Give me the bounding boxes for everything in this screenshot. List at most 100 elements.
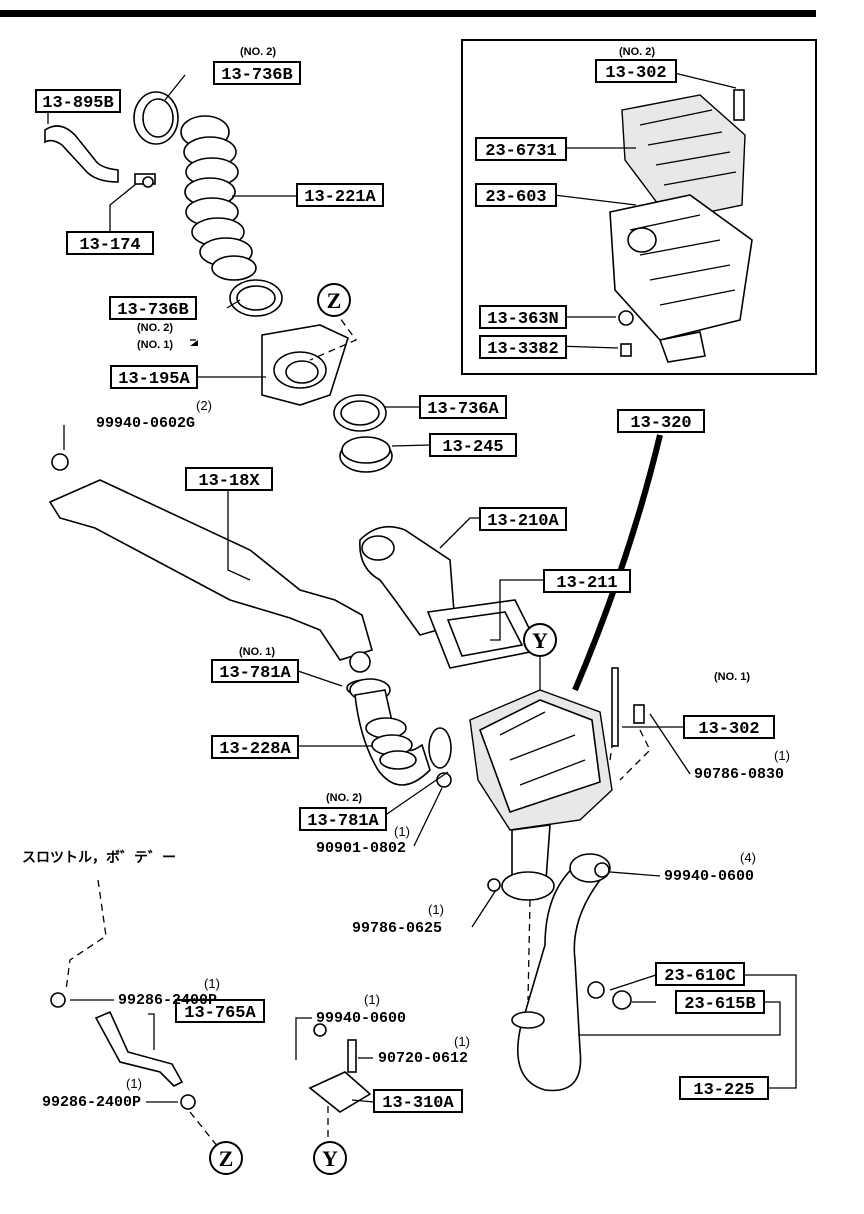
svg-text:13-195A: 13-195A — [118, 370, 190, 389]
svg-text:13-765A: 13-765A — [184, 1004, 256, 1023]
qty-99940-0600b: (1) — [364, 992, 380, 1007]
svg-text:Z: Z — [327, 288, 342, 313]
label-23-610c: 23-610C — [655, 962, 745, 986]
note-302-bot: (NO. 1) — [714, 671, 750, 683]
ref-y-top: Y — [523, 623, 557, 657]
label-13-3382: 13-3382 — [479, 335, 567, 359]
note-781a-1: (NO. 1) — [239, 646, 275, 658]
svg-text:13-302: 13-302 — [698, 720, 759, 739]
qty-99940-0600a: (4) — [740, 850, 756, 865]
note-736b-mid-2: (NO. 1) — [137, 339, 173, 351]
svg-text:13-221A: 13-221A — [304, 188, 376, 207]
note-736b-mid-1: (NO. 2) — [137, 322, 173, 334]
clamp-mid-drawing — [229, 279, 283, 317]
svg-text:13-736B: 13-736B — [221, 66, 292, 85]
pn-99940-0600b: 99940-0600 — [316, 1010, 406, 1027]
svg-text:23-6731: 23-6731 — [485, 142, 556, 161]
label-13-765a: 13-765A — [175, 999, 265, 1023]
svg-text:Y: Y — [322, 1146, 338, 1171]
svg-text:13-3382: 13-3382 — [487, 340, 558, 359]
pn-99786-0625: 99786-0625 — [352, 920, 442, 937]
note-736b-top: (NO. 2) — [240, 46, 276, 58]
svg-text:13-736B: 13-736B — [117, 301, 188, 320]
label-13-736b-top: 13-736B — [213, 61, 301, 85]
label-23-615b: 23-615B — [675, 990, 765, 1014]
svg-text:13-18X: 13-18X — [198, 472, 260, 491]
ref-y-bottom: Y — [313, 1141, 347, 1175]
label-13-211: 13-211 — [543, 569, 631, 593]
label-13-736b-mid: 13-736B — [109, 296, 197, 320]
duct-13-228a-drawing — [349, 678, 431, 786]
qty-99286-2400p-b: (1) — [126, 1076, 142, 1091]
pn-99940-0600a: 99940-0600 — [664, 868, 754, 885]
ref-z-bottom: Z — [209, 1141, 243, 1175]
label-13-310a: 13-310A — [373, 1089, 463, 1113]
note-302-top: (NO. 2) — [619, 46, 655, 58]
note-781a-2: (NO. 2) — [326, 792, 362, 804]
label-23-603: 23-603 — [475, 183, 557, 207]
note-throttle-body: スロツトル，ボ゛テ゛ー — [22, 849, 176, 866]
top-border — [0, 10, 816, 17]
hose-13-765a-drawing — [50, 992, 196, 1110]
svg-text:13-781A: 13-781A — [307, 812, 379, 831]
clamp-top-drawing — [133, 91, 179, 145]
resonator-13-195a-drawing — [261, 324, 349, 406]
label-13-302-top: 13-302 — [595, 59, 677, 83]
label-13-781a-1: 13-781A — [211, 659, 299, 683]
qty-90720-0612: (1) — [454, 1034, 470, 1049]
label-13-225: 13-225 — [679, 1076, 769, 1100]
svg-text:13-895B: 13-895B — [42, 94, 113, 113]
label-13-320: 13-320 — [617, 409, 705, 433]
intake-bellows-drawing — [180, 115, 257, 281]
label-13-245: 13-245 — [429, 433, 517, 457]
label-13-221a: 13-221A — [296, 183, 384, 207]
grommet-drawing — [587, 981, 632, 1010]
qty-90901-0802: (1) — [394, 824, 410, 839]
svg-text:Y: Y — [532, 628, 548, 653]
label-13-736a: 13-736A — [419, 395, 507, 419]
air-cleaner-upper-drawing — [609, 89, 753, 363]
svg-text:23-603: 23-603 — [485, 188, 546, 207]
svg-text:13-174: 13-174 — [79, 236, 140, 255]
svg-text:23-615B: 23-615B — [684, 995, 755, 1014]
label-13-210a: 13-210A — [479, 507, 567, 531]
svg-text:13-228A: 13-228A — [219, 740, 291, 759]
svg-text:23-610C: 23-610C — [664, 967, 735, 986]
label-13-174: 13-174 — [66, 231, 154, 255]
label-23-6731: 23-6731 — [475, 137, 567, 161]
svg-text:13-736A: 13-736A — [427, 400, 499, 419]
qty-99286-2400p-a: (1) — [204, 976, 220, 991]
ring-13-245-drawing — [339, 436, 393, 473]
pn-90901-0802: 90901-0802 — [316, 840, 406, 857]
bracket-13-18x-drawing — [48, 453, 373, 673]
gasket-no2-drawing — [428, 727, 452, 769]
fitting-13-174-drawing — [134, 173, 156, 188]
qty-90786-0830: (1) — [774, 748, 790, 763]
inset-frame — [461, 39, 817, 375]
svg-text:13-210A: 13-210A — [487, 512, 559, 531]
pn-90786-0830: 90786-0830 — [694, 766, 784, 783]
svg-text:13-363N: 13-363N — [487, 310, 558, 329]
label-13-195a: 13-195A — [110, 365, 198, 389]
svg-text:13-781A: 13-781A — [219, 664, 291, 683]
label-13-781a-2: 13-781A — [299, 807, 387, 831]
qty-99786-0625: (1) — [428, 902, 444, 917]
svg-text:Z: Z — [219, 1146, 234, 1171]
label-13-302-bot: 13-302 — [683, 715, 775, 739]
svg-text:13-302: 13-302 — [605, 64, 666, 83]
pn-90720-0612: 90720-0612 — [378, 1050, 468, 1067]
leader-lines — [47, 69, 797, 1103]
ref-z-top: Z — [317, 283, 351, 317]
svg-text:13-211: 13-211 — [556, 574, 617, 593]
label-13-895b: 13-895B — [35, 89, 121, 113]
svg-text:13-320: 13-320 — [630, 414, 691, 433]
pn-99286-2400p-b: 99286-2400P — [42, 1094, 141, 1111]
arrow-marker — [190, 340, 198, 346]
label-13-228a: 13-228A — [211, 735, 299, 759]
svg-text:13-310A: 13-310A — [382, 1094, 454, 1113]
pn-99940-0602g: 99940-0602G — [96, 415, 195, 432]
hose-13-895b-drawing — [44, 125, 119, 183]
bracket-13-310a-drawing — [308, 1023, 372, 1113]
air-cleaner-lower-drawing — [469, 689, 613, 901]
